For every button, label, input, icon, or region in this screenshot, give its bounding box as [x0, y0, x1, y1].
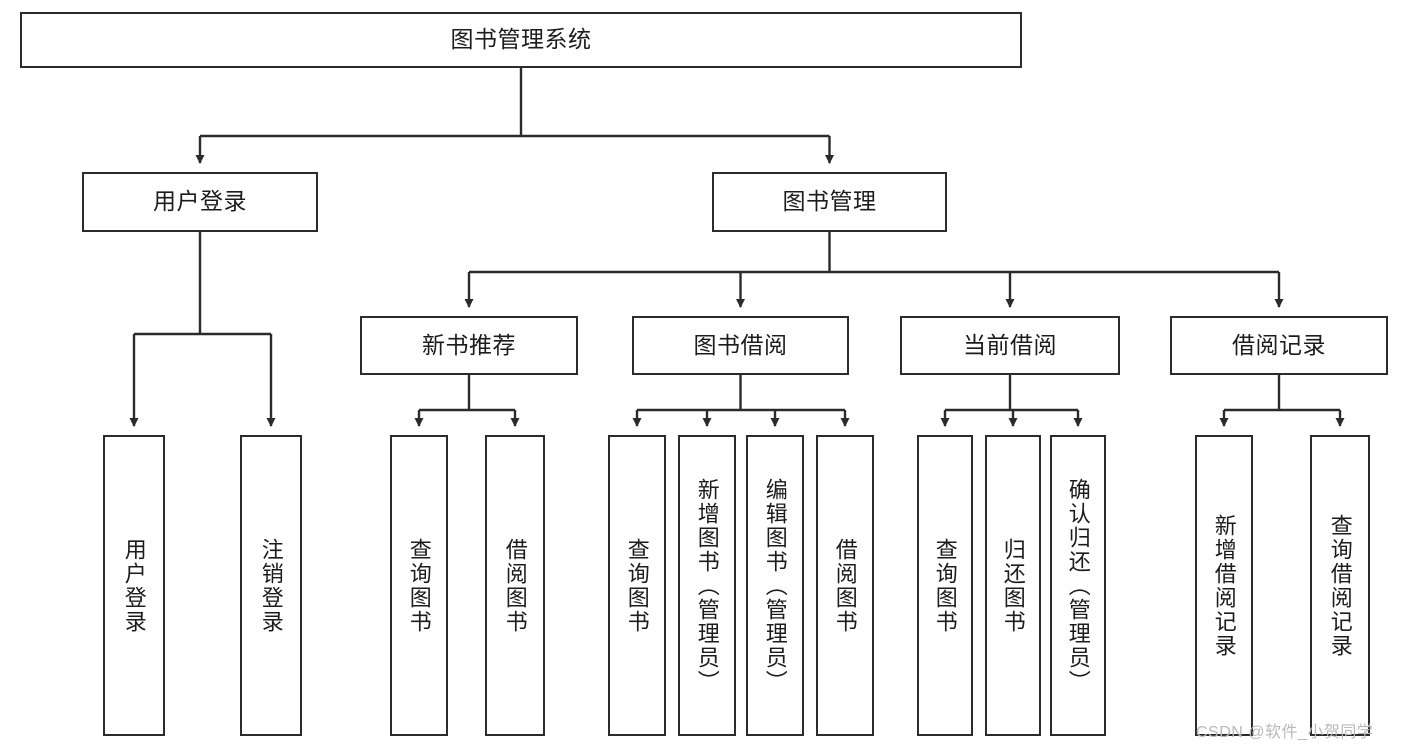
node-leaf-query-book-1[interactable]: 查询图书	[390, 435, 448, 736]
node-leaf-add-record[interactable]: 新增借阅记录	[1195, 435, 1253, 736]
node-label: 查询图书	[932, 537, 958, 634]
node-label: 确认归还（管理员）	[1065, 477, 1091, 694]
node-label: 用户登录	[153, 188, 247, 215]
node-leaf-query-book-3[interactable]: 查询图书	[917, 435, 973, 736]
node-label: 新增借阅记录	[1211, 513, 1237, 658]
node-label: 用户登录	[121, 537, 147, 634]
node-label: 新增图书（管理员）	[694, 477, 720, 694]
node-leaf-user-logout[interactable]: 注销登录	[240, 435, 302, 736]
node-leaf-edit-book[interactable]: 编辑图书（管理员）	[746, 435, 804, 736]
node-label: 借阅图书	[832, 537, 858, 634]
node-new-book-recommend[interactable]: 新书推荐	[360, 316, 578, 375]
node-leaf-confirm-return[interactable]: 确认归还（管理员）	[1050, 435, 1106, 736]
node-borrow-record[interactable]: 借阅记录	[1170, 316, 1388, 375]
node-leaf-add-book[interactable]: 新增图书（管理员）	[678, 435, 736, 736]
node-label: 图书管理	[782, 188, 877, 215]
node-label: 注销登录	[258, 537, 284, 634]
node-label: 查询图书	[624, 537, 650, 634]
node-leaf-user-login[interactable]: 用户登录	[103, 435, 165, 736]
node-label: 图书管理系统	[450, 26, 592, 53]
node-book-management[interactable]: 图书管理	[712, 172, 947, 232]
node-label: 借阅记录	[1232, 331, 1326, 358]
node-current-borrow[interactable]: 当前借阅	[900, 316, 1120, 375]
node-label: 编辑图书（管理员）	[762, 477, 788, 694]
node-label: 查询图书	[406, 537, 432, 634]
node-user-login[interactable]: 用户登录	[82, 172, 318, 232]
node-root-system[interactable]: 图书管理系统	[20, 12, 1022, 68]
node-label: 当前借阅	[963, 331, 1057, 358]
node-leaf-borrow-book-2[interactable]: 借阅图书	[816, 435, 874, 736]
node-book-borrow[interactable]: 图书借阅	[632, 316, 849, 375]
node-label: 图书借阅	[693, 331, 788, 358]
node-label: 查询借阅记录	[1327, 513, 1353, 658]
node-label: 新书推荐	[422, 331, 516, 358]
node-label: 借阅图书	[502, 537, 528, 634]
csdn-watermark: CSDN @软件_小贺同学	[1196, 724, 1374, 741]
node-leaf-query-book-2[interactable]: 查询图书	[608, 435, 666, 736]
node-label: 归还图书	[1000, 537, 1026, 634]
node-leaf-return-book[interactable]: 归还图书	[985, 435, 1041, 736]
node-leaf-borrow-book-1[interactable]: 借阅图书	[485, 435, 545, 736]
node-leaf-query-record[interactable]: 查询借阅记录	[1310, 435, 1370, 736]
